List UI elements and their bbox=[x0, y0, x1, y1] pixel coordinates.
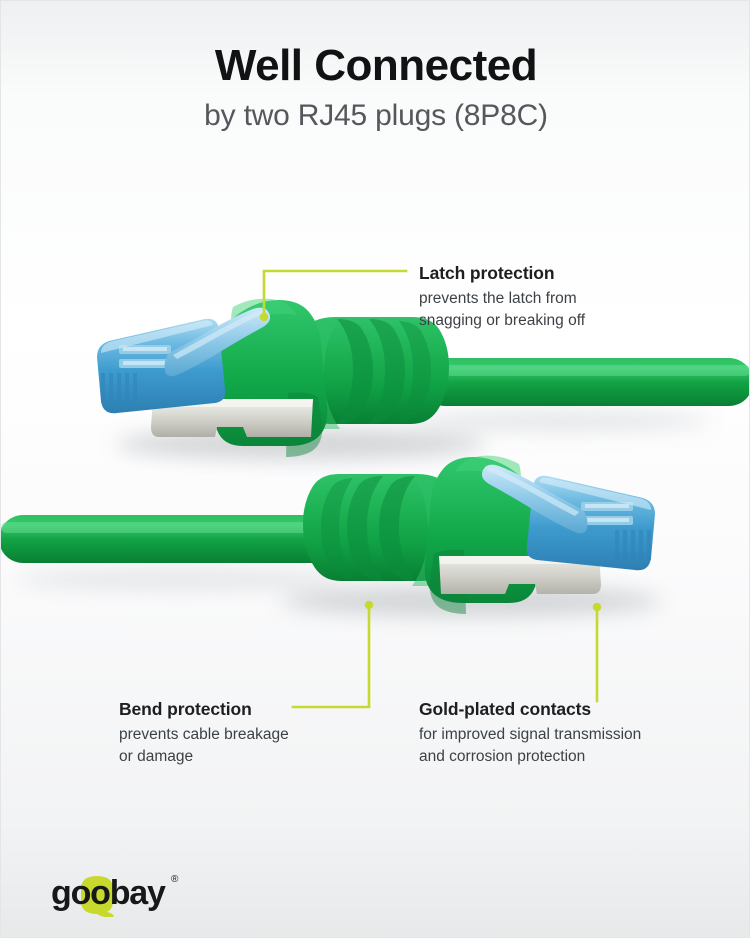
lower-latch-protection bbox=[424, 455, 538, 614]
lower-plug-ribs bbox=[615, 530, 651, 560]
lower-plug-shield bbox=[439, 556, 601, 594]
leader-dot-bend bbox=[364, 600, 374, 610]
leader-lines bbox=[262, 269, 599, 709]
callout-gold-title: Gold-plated contacts bbox=[419, 699, 592, 719]
lower-plug-shadow bbox=[281, 585, 661, 617]
lower-gold-contacts bbox=[581, 502, 633, 525]
logo-registered-mark: ® bbox=[171, 874, 179, 885]
lower-rj45-plug bbox=[481, 464, 655, 571]
upper-gold-contacts bbox=[119, 345, 171, 368]
callout-gold-plated-contacts: Gold-plated contacts for improved signal… bbox=[419, 699, 719, 768]
lower-cable-shadow bbox=[16, 569, 346, 589]
leader-dot-latch bbox=[259, 312, 269, 322]
upper-rj45-plug bbox=[97, 307, 271, 414]
lower-cable-highlight bbox=[1, 522, 347, 533]
upper-latch-protection bbox=[214, 298, 328, 457]
callout-bend-protection: Bend protection prevents cable breakage … bbox=[119, 699, 389, 768]
callout-latch-body: prevents the latch from snagging or brea… bbox=[419, 289, 586, 329]
upper-plug-shield bbox=[151, 399, 313, 437]
callout-latch-protection: Latch protection prevents the latch from… bbox=[419, 263, 719, 332]
upper-plug-ribs bbox=[101, 373, 137, 403]
callout-latch-title: Latch protection bbox=[419, 263, 555, 283]
page-title: Well Connected bbox=[214, 41, 538, 90]
logo-blob bbox=[81, 876, 114, 918]
lower-plug-assembly bbox=[1, 455, 661, 617]
lower-cable bbox=[1, 515, 351, 563]
callout-bend-body: prevents cable breakage or damage bbox=[119, 725, 289, 765]
leader-dot-gold bbox=[592, 602, 602, 612]
upper-plug-shadow bbox=[116, 428, 486, 460]
lower-plug-latch bbox=[481, 464, 588, 534]
upper-cable bbox=[421, 358, 749, 406]
page-subtitle: by two RJ45 plugs (8P8C) bbox=[204, 99, 548, 133]
upper-cable-highlight bbox=[425, 365, 749, 376]
leader-line-bend bbox=[291, 603, 371, 709]
lower-bend-protection bbox=[303, 474, 463, 586]
header: Well Connected by two RJ45 plugs (8P8C) bbox=[1, 1, 749, 133]
logo-wordmark: goobay bbox=[51, 874, 166, 912]
upper-bend-protection bbox=[289, 317, 449, 429]
goobay-logo-mark bbox=[81, 876, 114, 918]
upper-cable-shadow bbox=[411, 411, 711, 431]
leader-line-dots bbox=[259, 312, 602, 612]
callout-bend-title: Bend protection bbox=[119, 699, 252, 719]
callout-gold-body: for improved signal transmission and cor… bbox=[419, 725, 642, 765]
leader-line-latch bbox=[262, 269, 408, 319]
goobay-logo: goobay ® bbox=[51, 869, 231, 918]
upper-plug-latch bbox=[164, 307, 271, 377]
